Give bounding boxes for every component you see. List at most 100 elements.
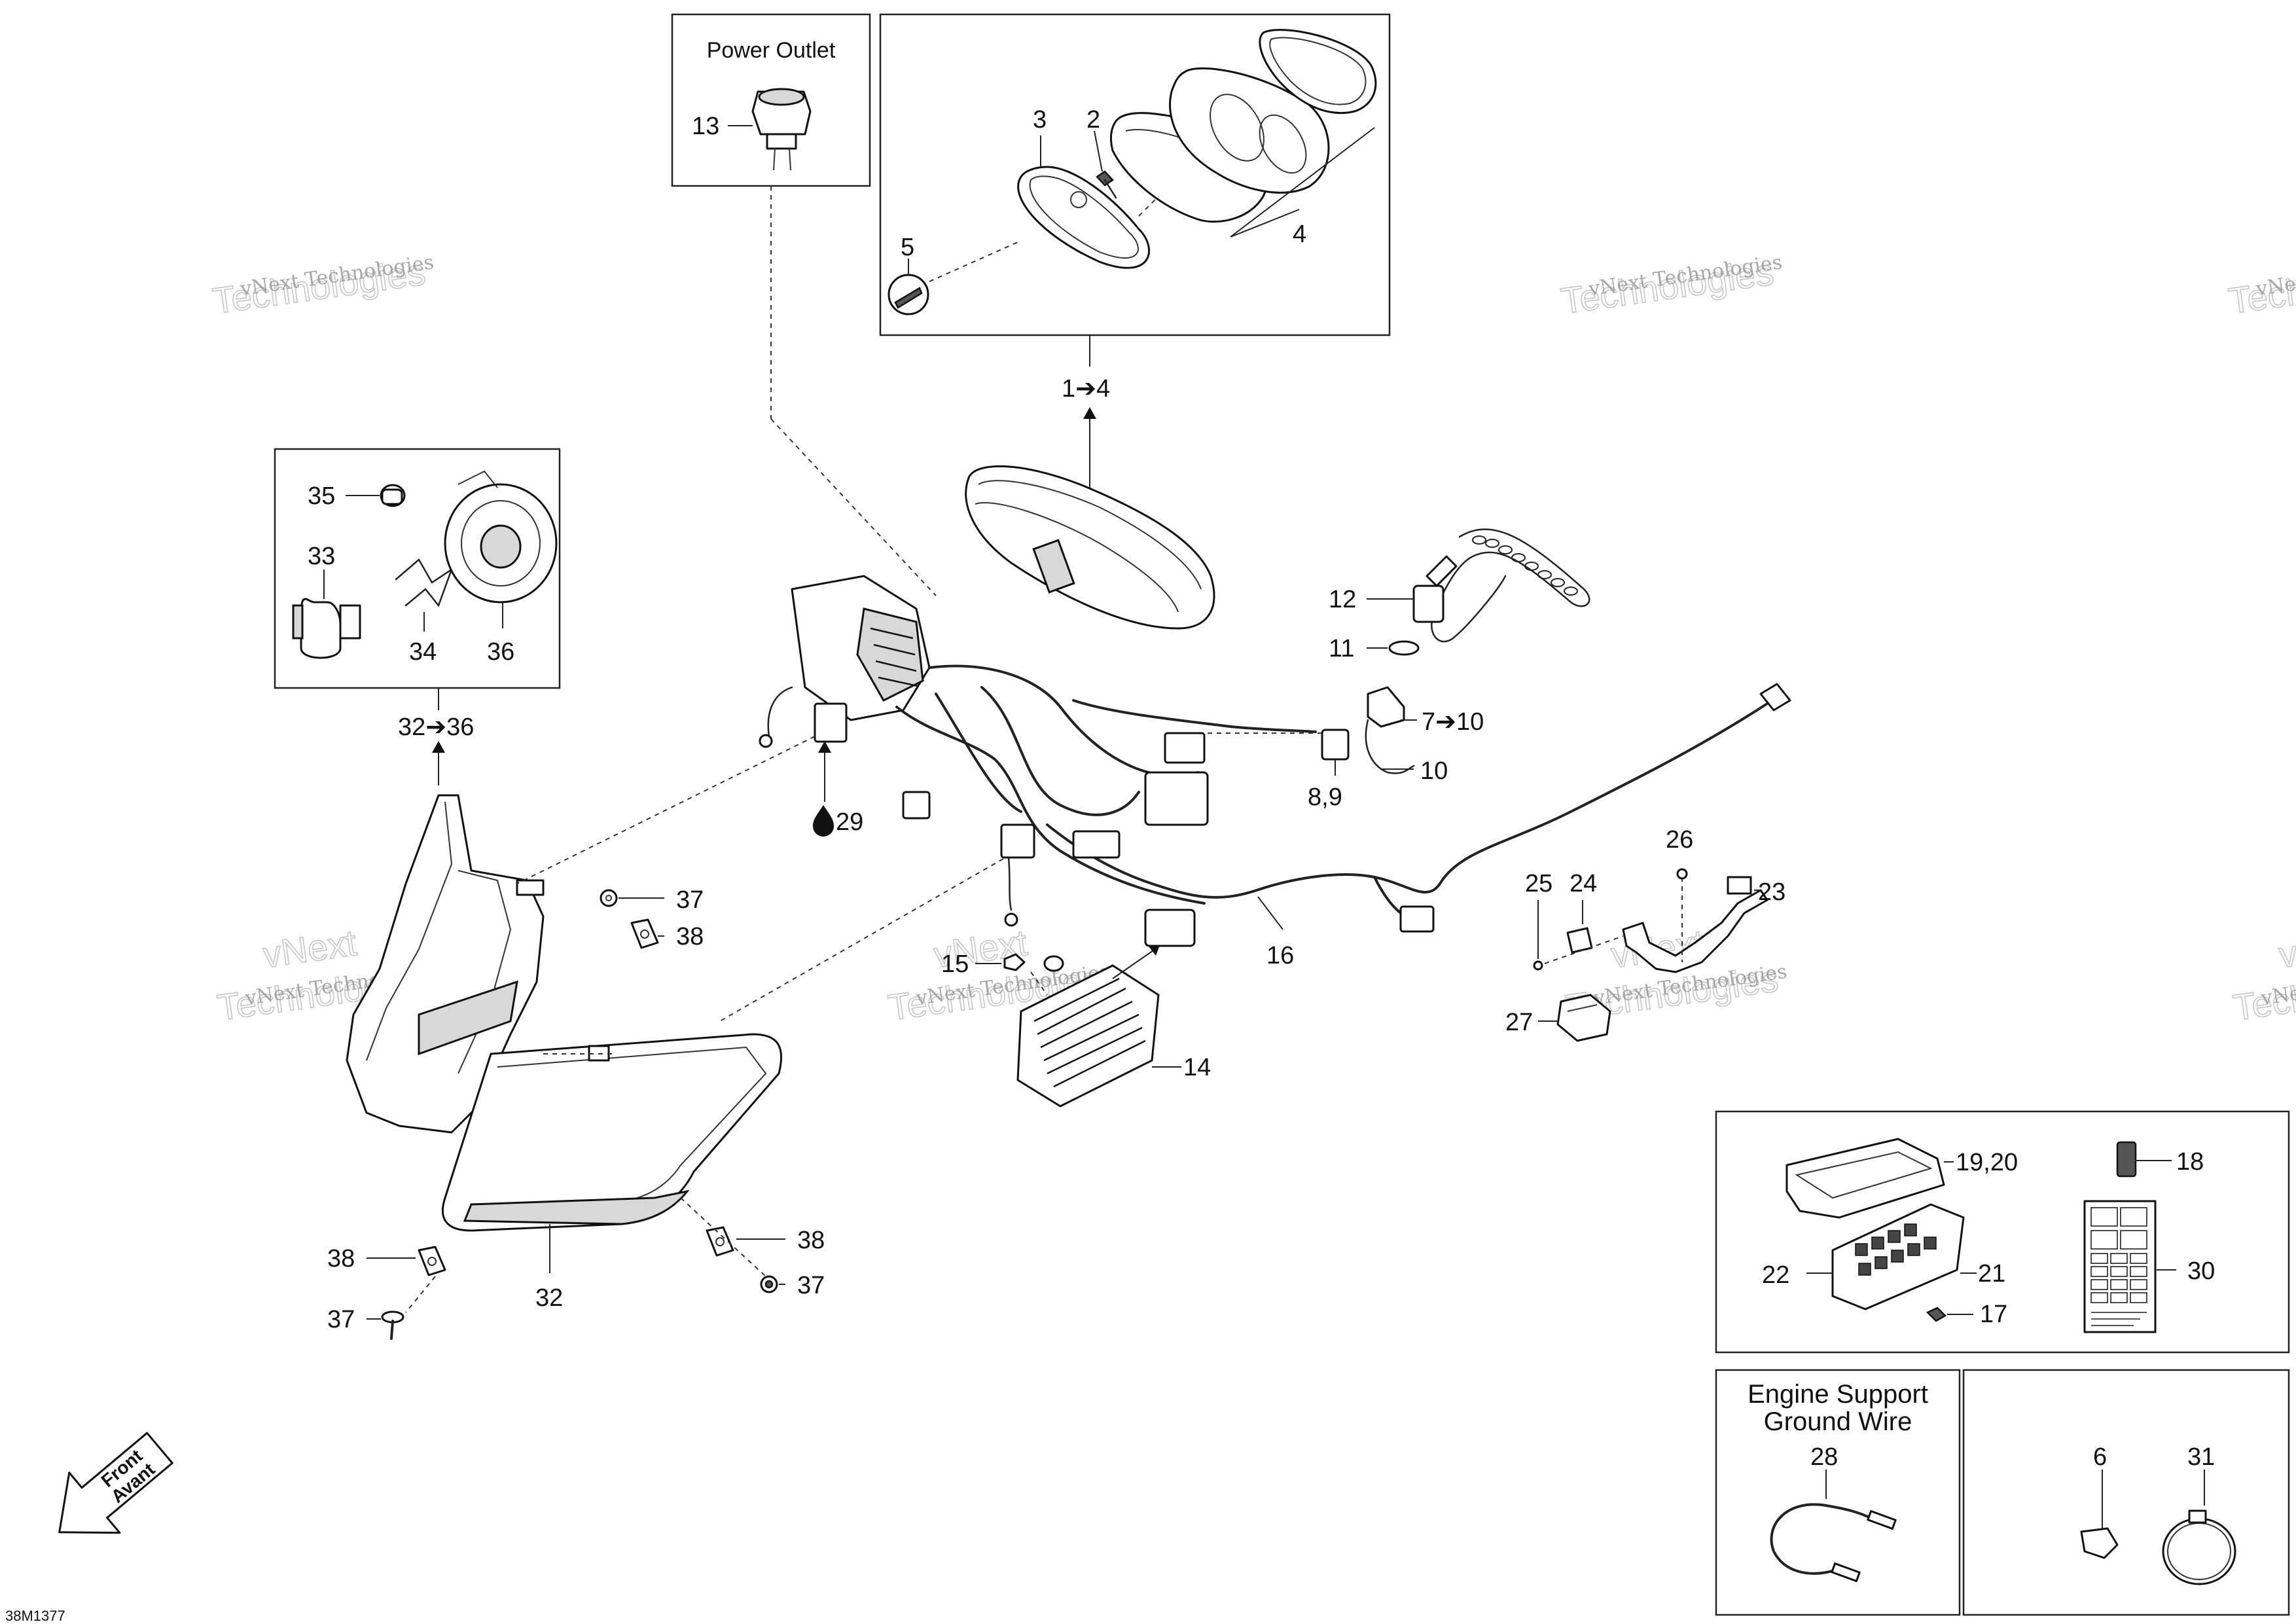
nut-part[interactable] (1003, 953, 1064, 972)
headlight-socket-part[interactable] (444, 470, 558, 604)
clip-part[interactable] (1566, 927, 1593, 954)
callout-25: 25 (1525, 870, 1552, 897)
oil-drop-icon (813, 805, 834, 837)
cable-tie-part[interactable] (2162, 1509, 2236, 1585)
tether-cord-part[interactable] (1426, 528, 1590, 643)
fuse-part[interactable] (1926, 1307, 1947, 1322)
screw-part[interactable] (1676, 868, 1688, 880)
dashed-leader (770, 418, 937, 596)
bulb-cap-part[interactable] (380, 484, 406, 507)
callout-32: 32 (535, 1284, 563, 1312)
fuse-box-cover-part[interactable] (1785, 1138, 1945, 1219)
callout-8-9: 8,9 (1308, 784, 1342, 811)
callout-37b: 37 (327, 1306, 355, 1333)
callout-37a: 37 (676, 886, 704, 914)
headlight-bulb-box: 35 33 34 36 (274, 448, 561, 689)
callout-28: 28 (1810, 1443, 1838, 1471)
dashed-leader (719, 854, 1012, 1022)
screw-part[interactable] (760, 1275, 778, 1293)
voltage-regulator-part[interactable] (1016, 964, 1160, 1108)
callout-2: 2 (1086, 106, 1100, 134)
callout-18: 18 (2176, 1148, 2204, 1176)
connector[interactable] (1072, 830, 1121, 859)
callout-11: 11 (1329, 635, 1354, 662)
callout-32-36: 32➔36 (398, 713, 474, 741)
connector[interactable] (1759, 683, 1791, 712)
gauge-housing-part[interactable] (1110, 67, 1330, 223)
connector[interactable] (1144, 909, 1196, 947)
gauge-cluster-assembly[interactable] (965, 465, 1215, 630)
relay-part[interactable] (2116, 1141, 2137, 1178)
callout-38c: 38 (797, 1227, 825, 1254)
clip-nut-part[interactable] (706, 1226, 734, 1257)
watermark: Technologies vNext Technologies (1558, 251, 1784, 322)
screw-part[interactable] (1096, 170, 1117, 199)
power-outlet-part[interactable] (751, 88, 812, 171)
connector[interactable] (1144, 771, 1209, 826)
callout-12: 12 (1329, 586, 1356, 613)
callout-21: 21 (1978, 1260, 2005, 1288)
callout-16: 16 (1266, 942, 1294, 969)
clip-tie-frame (1962, 1369, 2290, 1616)
svg-text:vNext: vNext (260, 922, 359, 975)
callout-4: 4 (1293, 221, 1306, 248)
nut-part[interactable] (600, 889, 618, 907)
callout-17: 17 (1980, 1301, 2007, 1328)
gasket-part[interactable] (1259, 29, 1377, 115)
ignition-connector-part[interactable] (1321, 729, 1350, 761)
front-direction-arrow: Front Avant (58, 1432, 173, 1534)
watermark: Technologies vNext Technologies vNext (2230, 921, 2296, 1028)
drawing-reference: 38M1377 (5, 1608, 65, 1624)
callout-24: 24 (1570, 870, 1597, 897)
callout-36: 36 (487, 638, 514, 666)
power-outlet-title: Power Outlet (707, 38, 836, 63)
clip-nut-part[interactable] (630, 918, 659, 949)
watermark: Technologies vNext Technologies (2225, 251, 2296, 322)
watermark: Technologies vNext Technologies (209, 251, 435, 322)
headlight-housing-left[interactable] (346, 794, 545, 1134)
ground-wire-title: Ground Wire (1764, 1407, 1912, 1436)
mounting-bracket-part[interactable] (1622, 876, 1768, 973)
callout-10: 10 (1420, 757, 1448, 785)
bezel-ring-part[interactable] (1017, 166, 1150, 269)
push-clip-part[interactable] (2080, 1527, 2119, 1559)
callout-34: 34 (409, 638, 437, 666)
wiring-harness[interactable] (759, 575, 1791, 947)
svg-text:vNext: vNext (2276, 922, 2296, 975)
callout-35: 35 (308, 482, 335, 510)
fuse-box-frame (1715, 1110, 2290, 1354)
callout-6: 6 (2093, 1443, 2107, 1471)
callout-26: 26 (1666, 826, 1693, 854)
connector-cover-part[interactable] (1556, 994, 1611, 1042)
headlight-bulb-part[interactable] (292, 598, 361, 659)
callout-7-10: 7➔10 (1422, 708, 1484, 736)
power-outlet-box: Power Outlet 13 (671, 13, 871, 187)
callout-3: 3 (1033, 106, 1047, 134)
clip-nut-part[interactable] (418, 1246, 446, 1276)
connector[interactable] (1399, 905, 1435, 933)
headlight-assembly-right[interactable] (441, 1033, 783, 1232)
fuse-box-box: 19,20 22 21 17 18 (1715, 1110, 2290, 1354)
connector[interactable] (902, 791, 931, 820)
callout-23: 23 (1758, 878, 1785, 906)
callout-19-20: 19,20 (1956, 1149, 2018, 1176)
connector[interactable] (1000, 823, 1035, 859)
dashed-leader (516, 736, 816, 884)
screw-part[interactable] (381, 1310, 404, 1340)
screw-part[interactable] (1533, 960, 1543, 971)
ground-wire-part[interactable] (1770, 1503, 1897, 1582)
callout-27: 27 (1505, 1009, 1533, 1036)
callout-14: 14 (1183, 1054, 1211, 1081)
callout-5: 5 (901, 234, 914, 261)
engine-support-title: Engine Support (1748, 1380, 1928, 1409)
callout-38b: 38 (327, 1245, 355, 1272)
fuse-label-decal-part[interactable] (2083, 1200, 2157, 1333)
clip-tie-box: 6 31 (1962, 1369, 2290, 1616)
connector[interactable] (1164, 732, 1206, 764)
decal-part[interactable] (888, 274, 929, 316)
safety-lanyard-clip-part[interactable] (1365, 585, 1444, 774)
connector[interactable] (814, 702, 848, 743)
fuse-box-base-part[interactable] (1831, 1203, 1965, 1310)
callout-37c: 37 (797, 1272, 825, 1299)
